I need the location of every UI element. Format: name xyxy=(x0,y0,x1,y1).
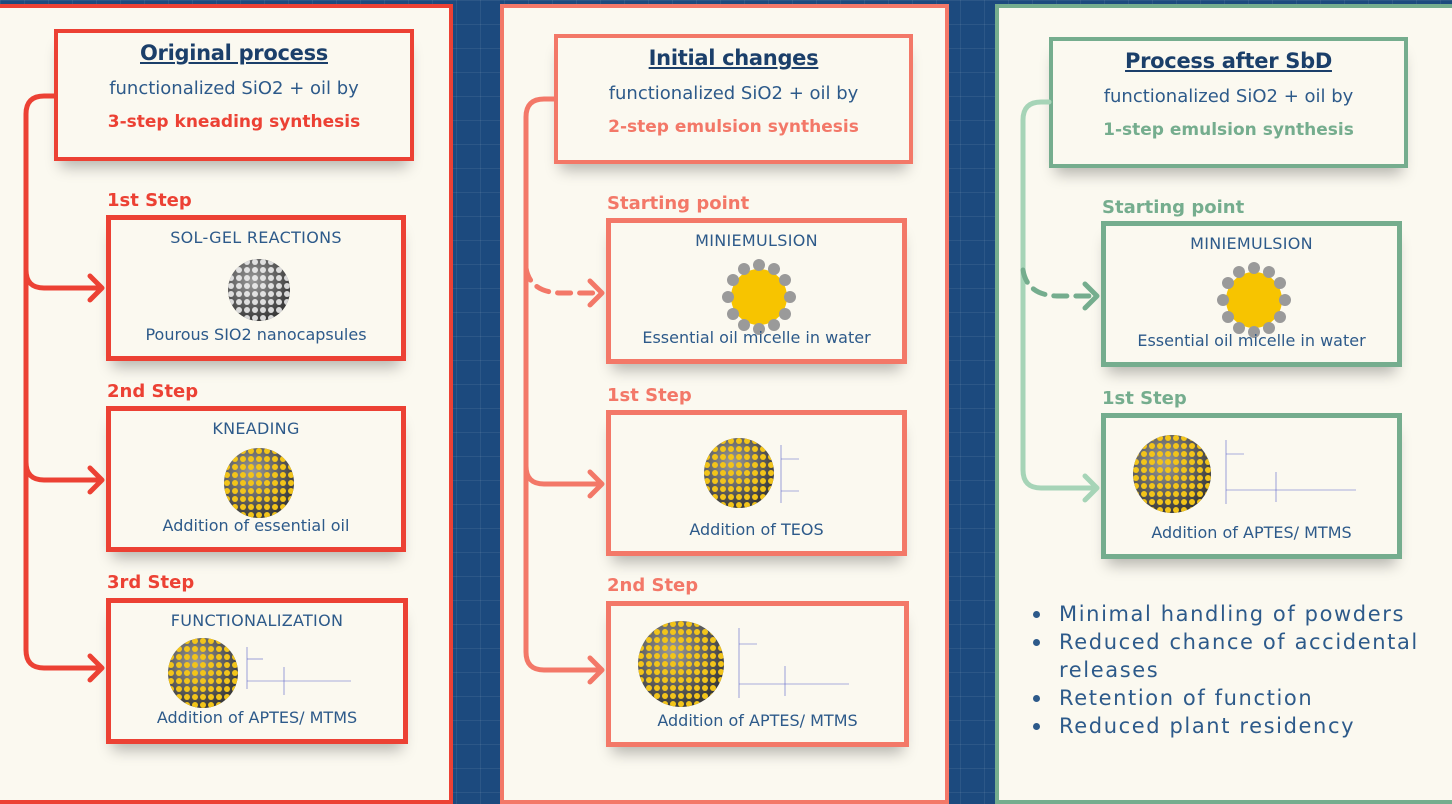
benefit-item: Reduced chance of accidental releases xyxy=(1030,628,1450,684)
step-box-aptes-mtms: Addition of APTES/ MTMS xyxy=(606,601,909,747)
step-caption: Addition of APTES/ MTMS xyxy=(1151,523,1352,542)
step-box-kneading: KNEADING Addition of essential oil xyxy=(106,406,406,552)
benefit-item: Minimal handling of powders xyxy=(1030,600,1450,628)
step-name: SOL-GEL REACTIONS xyxy=(170,228,342,247)
oil-loaded-nanocapsule-image xyxy=(704,438,774,508)
benefit-item: Retention of function xyxy=(1030,684,1450,712)
step-caption: Addition of APTES/ MTMS xyxy=(657,711,858,730)
panel-method: 1-step emulsion synthesis xyxy=(1103,120,1354,140)
panel-method: 2-step emulsion synthesis xyxy=(608,117,859,137)
step-label: 2nd Step xyxy=(107,381,199,402)
oil-loaded-nanocapsule-image xyxy=(1133,435,1211,513)
step-box-functionalization: FUNCTIONALIZATION Addition of APTES/ MTM… xyxy=(106,598,408,744)
panel-subtitle: functionalized SiO2 + oil by xyxy=(109,78,359,99)
step-box-aptes-mtms: Addition of APTES/ MTMS xyxy=(1101,413,1402,559)
step-name: KNEADING xyxy=(212,419,300,438)
step-caption: Essential oil micelle in water xyxy=(642,328,871,347)
oil-loaded-nanocapsule-image xyxy=(168,638,238,708)
micelle-image xyxy=(722,259,796,335)
benefits-list: Minimal handling of powders Reduced chan… xyxy=(1030,600,1450,740)
step-caption: Essential oil micelle in water xyxy=(1137,331,1366,350)
step-caption: Addition of essential oil xyxy=(162,516,350,535)
panel-subtitle: functionalized SiO2 + oil by xyxy=(608,83,859,104)
panel-title: Initial changes xyxy=(648,46,819,70)
silane-structure-image xyxy=(1225,440,1356,504)
step-label: 1st Step xyxy=(1102,388,1187,409)
step-name: MINIEMULSION xyxy=(695,231,818,250)
panel-subtitle: functionalized SiO2 + oil by xyxy=(1103,86,1354,107)
step-box-miniemulsion: MINIEMULSION Essential oil micelle in wa… xyxy=(606,218,907,364)
step-caption: Addition of APTES/ MTMS xyxy=(156,708,358,727)
panel-title: Process after SbD xyxy=(1125,49,1332,73)
header-original-process: Original process functionalized SiO2 + o… xyxy=(54,29,414,161)
micelle-image xyxy=(1217,262,1291,338)
silane-structure-image xyxy=(738,628,849,698)
step-label: Starting point xyxy=(1102,197,1245,218)
step-label: 1st Step xyxy=(607,385,692,406)
step-label: Starting point xyxy=(607,193,750,214)
step-box-sol-gel: SOL-GEL REACTIONS Pourous SIO2 nanocapsu… xyxy=(106,215,406,361)
panel-method: 3-step kneading synthesis xyxy=(107,112,361,132)
panel-title: Original process xyxy=(140,41,328,65)
step-box-miniemulsion: MINIEMULSION Essential oil micelle in wa… xyxy=(1101,221,1402,367)
oil-loaded-nanocapsule-image xyxy=(638,621,724,707)
teos-structure-image xyxy=(780,445,799,503)
step-caption: Addition of TEOS xyxy=(689,520,824,539)
porous-nanocapsule-image xyxy=(228,259,290,321)
step-box-teos: Addition of TEOS xyxy=(606,410,907,556)
oil-loaded-nanocapsule-image xyxy=(224,448,294,518)
step-label: 2nd Step xyxy=(607,575,699,596)
silane-structure-image xyxy=(246,647,351,695)
header-process-after-sbd: Process after SbD functionalized SiO2 + … xyxy=(1049,37,1408,168)
step-caption: Pourous SIO2 nanocapsules xyxy=(145,325,367,344)
benefit-item: Reduced plant residency xyxy=(1030,712,1450,740)
header-initial-changes: Initial changes functionalized SiO2 + oi… xyxy=(554,34,913,164)
step-name: MINIEMULSION xyxy=(1190,234,1313,253)
step-label: 1st Step xyxy=(107,190,192,211)
step-label: 3rd Step xyxy=(107,572,195,593)
step-name: FUNCTIONALIZATION xyxy=(170,611,344,630)
